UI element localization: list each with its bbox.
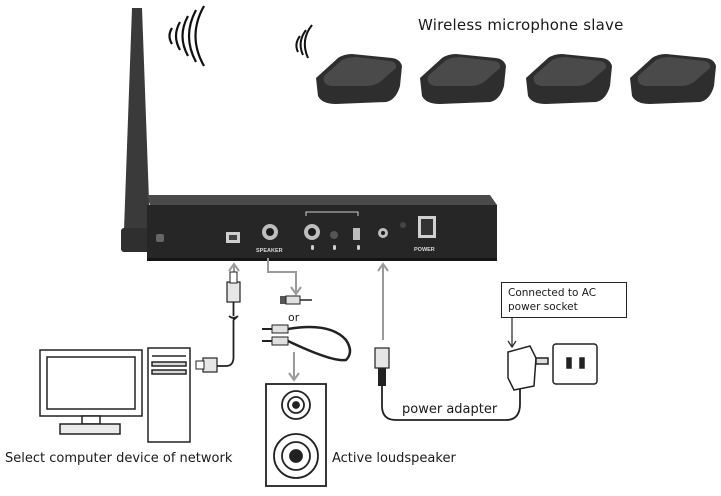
microphone-slave-unit <box>526 54 612 104</box>
power-switch-label: POWER <box>414 247 435 253</box>
microphone-slave-unit <box>420 54 506 104</box>
loudspeaker-label: Active loudspeaker <box>332 451 456 466</box>
ac-socket-icon <box>552 343 598 385</box>
usb-socket <box>353 228 360 240</box>
base-unit: SPEAKER POWER <box>147 195 497 261</box>
microphone-slave-unit <box>316 54 402 104</box>
antenna-icon <box>124 8 150 246</box>
wifi-signal-icon <box>295 24 313 59</box>
antenna-base <box>121 228 153 252</box>
computer-label: Select computer device of network <box>5 451 233 466</box>
antenna-connector <box>156 234 164 242</box>
mic-button <box>330 231 338 239</box>
wifi-signal-icon <box>168 5 205 67</box>
microphone-icon <box>311 245 360 250</box>
speaker-port-label: SPEAKER <box>256 248 283 254</box>
usb-cable <box>195 271 241 373</box>
computer-icon <box>39 347 191 443</box>
connection-arrows <box>228 258 389 382</box>
ac-socket-callout: Connected to AC power socket <box>501 282 627 318</box>
or-label: or <box>288 311 300 324</box>
plug-icon <box>507 345 549 391</box>
power-adapter-label: power adapter <box>402 402 498 417</box>
wireless-slave-label: Wireless microphone slave <box>418 16 624 34</box>
audio-cable <box>262 295 352 362</box>
microphone-slave-unit <box>630 54 716 104</box>
loudspeaker-icon <box>265 383 327 487</box>
power-cable <box>374 347 521 421</box>
power-icon <box>400 222 406 228</box>
